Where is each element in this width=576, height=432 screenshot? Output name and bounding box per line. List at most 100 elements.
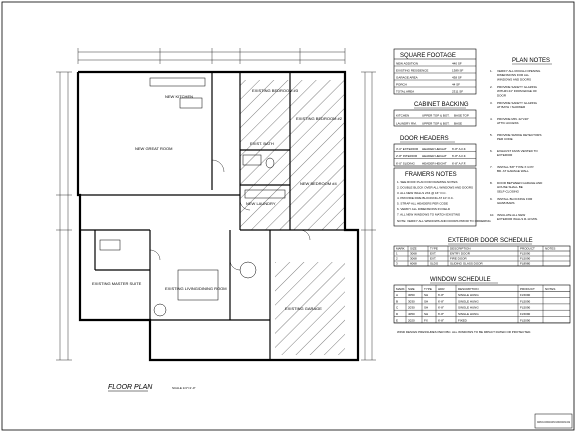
schedule-header: PRODUCT — [520, 287, 535, 291]
room-label-master-suite: EXISTING MASTER SUITE — [92, 281, 142, 286]
plan-note-number: 6. — [490, 149, 493, 153]
plan-notes: PLAN NOTES 1.VERIFY ALL ROUGH OPENINGDIM… — [490, 58, 552, 221]
schedule-cell: FL5090 — [520, 306, 531, 310]
schedule-cell: SH — [424, 312, 428, 316]
schedule-cell: A — [396, 293, 398, 297]
plan-note-text: PROVIDE SAFETY GLAZING — [497, 85, 538, 89]
table-cell: NEW ADDITION — [396, 62, 418, 66]
schedule-cell: B — [396, 299, 398, 303]
dimension-lines-right — [361, 71, 376, 361]
floor-plan-drawing: NEW KITCHEN NEW GREAT ROOM EXISTING BEDR… — [56, 48, 376, 392]
plan-note-text: GRAB BARS — [497, 201, 515, 205]
table-cell: HEADER HEIGHT — [422, 154, 447, 158]
schedule-cell: SLIDING GLASS DOOR — [450, 262, 484, 266]
schedule-cell: 6'-8" — [438, 299, 444, 303]
schedule-cell: FIXED — [458, 318, 468, 322]
schedule-header: SIZE — [410, 247, 417, 251]
schedule-cell: 3050 — [408, 293, 415, 297]
room-label-bath: EXIST. BATH — [250, 141, 274, 146]
framers-notes-title: FRAMERS NOTES — [405, 172, 457, 178]
door-swings — [149, 159, 311, 271]
table-cell: PORCH — [396, 83, 407, 87]
room-label-bedroom-3: EXISTING BEDROOM #3 — [252, 88, 299, 93]
table-cell: 440 SF — [452, 62, 462, 66]
plan-note-number: 7. — [490, 165, 493, 169]
plan-note-number: 4. — [490, 117, 493, 121]
plan-note-text: PER CODE — [497, 137, 513, 141]
table-cell: 44 SF — [452, 83, 460, 87]
table-cell: KITCHEN — [396, 114, 409, 118]
plan-note-text: SELF-CLOSING — [497, 189, 520, 193]
plan-note-text: EXTERIOR — [497, 153, 513, 157]
schedule-cell: E — [396, 318, 398, 322]
plan-note-number: 2. — [490, 85, 493, 89]
plan-note-text: AT BATH / SHOWER — [497, 105, 526, 109]
framers-note-line: 3. ALL NEW WALLS 2X4 @ 16" O.C. — [397, 191, 447, 195]
exterior-door-schedule-title: EXTERIOR DOOR SCHEDULE — [448, 238, 533, 244]
schedule-header: NOTES — [545, 287, 555, 291]
schedule-cell: 6068 — [410, 262, 417, 266]
table-cell: 6'-8" A.F.F. — [452, 154, 466, 158]
room-label-bedroom-2: EXISTING BEDROOM #2 — [296, 116, 343, 121]
dimension-lines-left — [56, 71, 72, 361]
schedule-cell: SINGLE HUNG — [458, 299, 479, 303]
schedule-cell: 6'-8" — [438, 306, 444, 310]
table-cell: TOTAL AREA — [396, 90, 414, 94]
schedule-cell: SLDG — [430, 262, 439, 266]
schedule-cell: D — [396, 312, 399, 316]
room-label-kitchen: NEW KITCHEN — [165, 94, 193, 99]
schedule-cell: FIRE DOOR — [450, 257, 468, 261]
table-cell: UPPER TOP & BOT. — [422, 122, 450, 126]
drawing-title: FLOOR PLAN — [108, 384, 153, 391]
window-schedule-note: WIND DESIGN PRESSURES PER FBC. ALL WINDO… — [397, 330, 531, 334]
schedule-cell: SH — [424, 306, 428, 310]
hatched-existing-garage — [275, 262, 345, 355]
fixtures — [99, 77, 286, 317]
cabinet-backing-title: CABINET BACKING — [414, 102, 469, 108]
schedule-cell: 3 — [396, 262, 398, 266]
schedule-cell: EXT. — [430, 252, 437, 256]
schedule-header: DESCRIPTION — [450, 247, 471, 251]
framers-note-line: 7. ALL NEW WINDOWS TO MATCH EXISTING — [397, 212, 461, 216]
table-cell: 6'-0" SLIDING — [396, 161, 415, 165]
schedule-cell: 4050 — [408, 312, 415, 316]
plan-note-text: VERIFY ALL ROUGH OPENING — [497, 69, 541, 73]
plan-note-text: INSTALL BLOCKING FOR — [497, 197, 533, 201]
schedule-cell: 3068 — [410, 252, 417, 256]
room-label-bedroom-4: NEW BEDROOM #4 — [300, 181, 337, 186]
schedule-cell: 6'-8" — [438, 293, 444, 297]
schedule-header: DESCRIPTION — [458, 287, 479, 291]
schedule-cell: 3030 — [408, 299, 415, 303]
plan-note-text: DOOR — [497, 93, 507, 97]
schedule-cell: SINGLE HUNG — [458, 312, 479, 316]
framers-note-line: 2. DOUBLE BLOCK OVER ALL WINDOWS AND DOO… — [397, 185, 473, 189]
table-cell: 6'-8" A.F.F. — [452, 147, 466, 151]
plan-note-number: 1. — [490, 69, 493, 73]
framers-note-line: 4. PROVIDE FIRE BLOCKING AT 10' O.C. — [397, 196, 454, 200]
table-cell: GARAGE AREA — [396, 76, 418, 80]
schedule-cell: ENTRY DOOR — [450, 252, 471, 256]
plan-note-text: BD. AT GARAGE WALL — [497, 169, 529, 173]
plan-note-number: 3. — [490, 101, 493, 105]
plan-note-text: WITHIN 24" FROM EDGE OF — [497, 89, 537, 93]
plan-note-text: HOUSE SHALL BE — [497, 185, 523, 189]
plan-note-text: EXTERIOR WALLS R-13 MIN. — [497, 217, 538, 221]
footer-stamp: DRAWN IN ACCORDANCE WITH FLORIDA BUILDIN… — [534, 413, 573, 429]
plan-note-text: PROVIDE SMOKE DETECTORS — [497, 133, 541, 137]
plan-note-number: 10. — [490, 213, 494, 217]
room-label-great-room: NEW GREAT ROOM — [135, 146, 172, 151]
schedule-header: TYPE — [424, 287, 432, 291]
table-cell: 2311 SF — [452, 90, 463, 94]
room-label-laundry: NEW LAUNDRY — [246, 201, 276, 206]
plan-note-text: DOOR BETWEEN GARAGE AND — [497, 181, 543, 185]
cabinet-backing-table: CABINET BACKING KITCHEN UPPER TOP & BOT. B… — [393, 102, 477, 127]
schedule-cell: 1 — [396, 252, 398, 256]
framers-note-line: 1. SEE ROOF PLAN FOR FRAMING NOTES — [397, 180, 458, 184]
dimension-lines-top — [77, 48, 346, 64]
plan-note-text: INSULATE ALL NEW — [497, 213, 525, 217]
schedule-header: TYPE — [430, 247, 438, 251]
room-label-garage: EXISTING GARAGE — [285, 306, 322, 311]
schedule-cell: FL5090 — [520, 299, 531, 303]
schedule-header: SIZE — [408, 287, 415, 291]
table-cell: BASE TOP — [454, 114, 469, 118]
